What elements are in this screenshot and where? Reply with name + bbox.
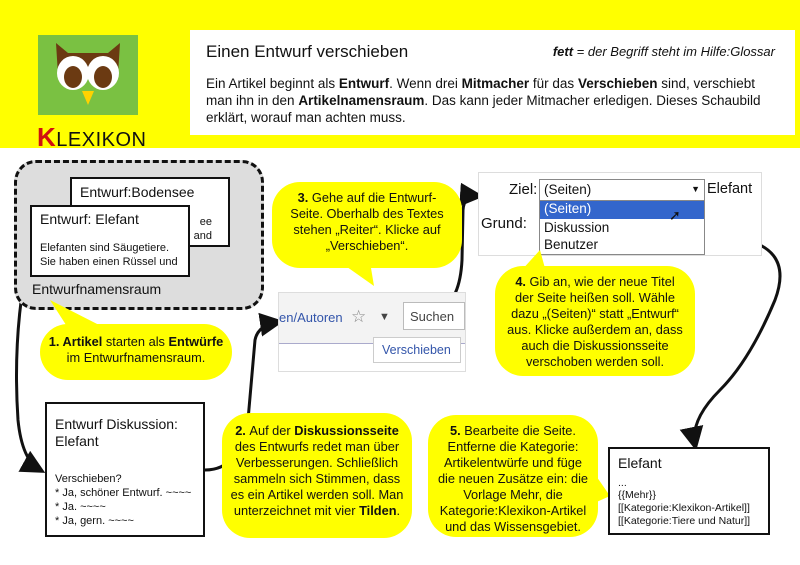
star-icon[interactable]: ☆ [351,307,367,326]
cursor-icon: ➚ [669,207,681,223]
step3-bubble: 3. Gehe auf die Entwurf-Seite. Oberhalb … [272,182,462,268]
bubble-pointer [592,470,610,504]
bubble-pointer [340,262,374,286]
draft-card-elefant: Entwurf: Elefant Elefanten sind Säugetie… [30,205,190,277]
step4-bubble: 4. Gib an, wie der neue Titel der Seite … [495,266,695,376]
step1-bubble: 1. Artikel starten als Entwürfe im Entwu… [40,324,232,380]
tab-authors[interactable]: en/Autoren [279,310,343,325]
logo-owl [38,35,138,115]
intro-fragment: . Das kann jeder Mitmacher erledigen. Di… [206,93,761,125]
target-title-input[interactable]: Elefant [707,181,753,197]
intro-fragment: . Wenn drei [389,76,462,91]
option-discussion[interactable]: Diskussion [544,220,610,235]
glossary-term: Entwurf [338,76,390,91]
glossary-term: Verschieben [577,76,658,91]
intro-fragment: Ein Artikel beginnt als [206,76,339,91]
discussion-card: Entwurf Diskussion: Elefant Verschieben?… [45,402,205,537]
final-article-card: Elefant ... {{Mehr}} [[Kategorie:Klexiko… [608,447,770,535]
chevron-down-icon[interactable]: ▼ [379,311,390,323]
step5-bubble: 5. Bearbeite die Seite. Entferne die Kat… [428,415,598,537]
tabs-screenshot: en/Autoren ☆ ▼ Suchen Verschieben [278,292,466,372]
owl-icon [56,43,120,105]
namespace-select[interactable]: (Seiten) ▼ [539,179,705,201]
step2-bubble: 2. Auf der Diskussionsseite des Entwurfs… [222,413,412,538]
header-box: Einen Entwurf verschieben fett = der Beg… [190,30,795,135]
chevron-down-icon: ▼ [691,184,700,194]
reason-label: Grund: [481,215,527,232]
menu-item-move[interactable]: Verschieben [382,343,451,357]
glossary-term: Mitmacher [461,76,530,91]
intro-fragment: für das [529,76,578,91]
glossary-note: fett = der Begriff steht im Hilfe:Glossa… [552,44,775,59]
target-label: Ziel: [509,181,538,198]
logo-text: KLEXIKON [37,122,147,152]
option-user[interactable]: Benutzer [544,237,599,252]
option-pages[interactable]: (Seiten) [540,201,704,219]
search-input[interactable]: Suchen [410,309,455,324]
page-title: Einen Entwurf verschieben [206,42,409,61]
intro-fragment: sind, verschiebt man ihn in den [206,76,756,108]
glossary-term: Artikelnamensraum [298,93,425,108]
bubble-pointer [50,300,105,328]
namespace-label: Entwurfnamensraum [32,281,162,297]
move-form-screenshot: Ziel: Grund: (Seiten) ▼ Elefant (Seiten)… [478,172,762,256]
intro-text: Ein Artikel beginnt als Entwurf. Wenn dr… [206,75,776,126]
namespace-dropdown: (Seiten) Diskussion Benutzer [539,201,705,255]
